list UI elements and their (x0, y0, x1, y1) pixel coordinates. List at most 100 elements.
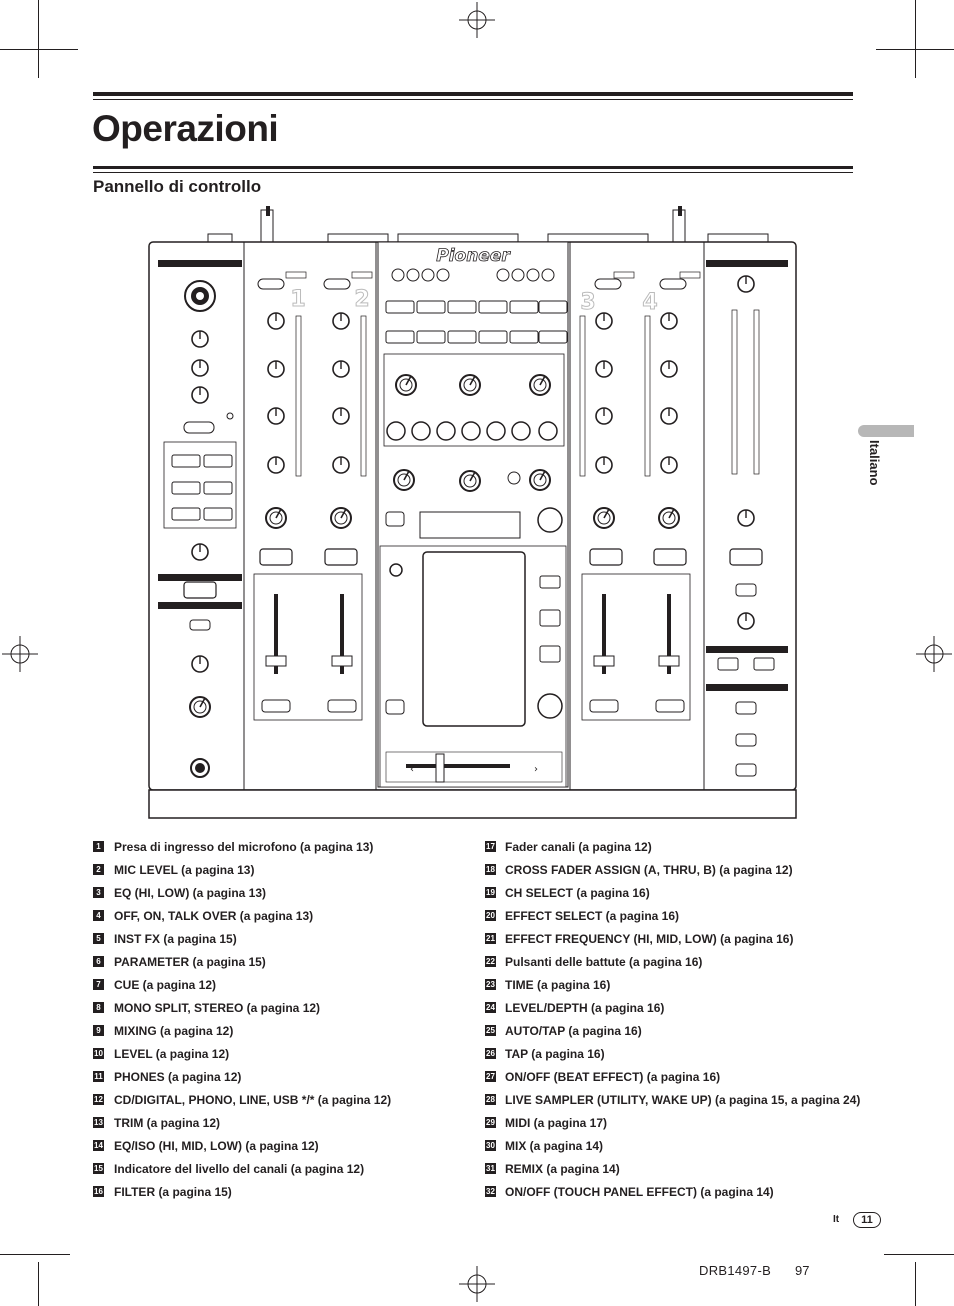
channel-3-strip (579, 271, 635, 566)
legend-text: LIVE SAMPLER (UTILITY, WAKE UP) (a pagin… (505, 1092, 861, 1107)
legend-text: EFFECT FREQUENCY (HI, MID, LOW) (a pagin… (505, 931, 794, 946)
legend-text: MIX (a pagina 14) (505, 1138, 604, 1153)
legend-text: Fader canali (a pagina 12) (505, 839, 652, 854)
legend-item: 32 ON/OFF (TOUCH PANEL EFFECT) (a pagina … (485, 1180, 860, 1203)
legend-number: 1 (93, 841, 104, 852)
ch-select-buttons (391, 268, 555, 282)
crop-mark (915, 1262, 916, 1306)
legend-number: 14 (93, 1140, 104, 1151)
svg-text:3: 3 (580, 290, 595, 315)
legend-text: INST FX (a pagina 15) (114, 931, 237, 946)
legend-item: 20 EFFECT SELECT (a pagina 16) (485, 904, 860, 927)
legend-text: EFFECT SELECT (a pagina 16) (505, 908, 680, 923)
legend-item: 4 OFF, ON, TALK OVER (a pagina 13) (93, 904, 391, 927)
legend-number: 31 (485, 1163, 496, 1174)
legend-item: 24 LEVEL/DEPTH (a pagina 16) (485, 996, 860, 1019)
legend-number: 28 (485, 1094, 496, 1105)
legend-number: 24 (485, 1002, 496, 1013)
channel-1-strip (257, 271, 307, 566)
legend-number: 4 (93, 910, 104, 921)
legend-text: MIC LEVEL (a pagina 13) (114, 862, 255, 877)
page-number-badge: 11 (853, 1212, 881, 1228)
legend-number: 18 (485, 864, 496, 875)
crop-mark (38, 0, 39, 78)
legend-item: 1 Presa di ingresso del microfono (a pagi… (93, 835, 391, 858)
legend-text: EQ/ISO (HI, MID, LOW) (a pagina 12) (114, 1138, 319, 1153)
legend-item: 17 Fader canali (a pagina 12) (485, 835, 860, 858)
crop-mark (915, 0, 916, 78)
title-rule (93, 166, 853, 169)
channel-2-strip (323, 271, 373, 566)
crop-mark (876, 49, 954, 50)
legend-text: MIDI (a pagina 17) (505, 1115, 608, 1130)
header-rule-thin (93, 99, 853, 100)
legend-text: REMIX (a pagina 14) (505, 1161, 620, 1176)
legend-text: Indicatore del livello del canali (a pag… (114, 1161, 365, 1176)
svg-text:›: › (534, 764, 538, 775)
legend-text: Presa di ingresso del microfono (a pagin… (114, 839, 374, 854)
legend-number: 21 (485, 933, 496, 944)
legend-item: 28 LIVE SAMPLER (UTILITY, WAKE UP) (a pag… (485, 1088, 860, 1111)
legend-text: PHONES (a pagina 12) (114, 1069, 242, 1084)
legend-number: 8 (93, 1002, 104, 1013)
header-rule (93, 92, 853, 96)
registration-mark-top (459, 2, 495, 38)
legend-text: LEVEL/DEPTH (a pagina 16) (505, 1000, 665, 1015)
legend-text: CUE (a pagina 12) (114, 977, 217, 992)
svg-text:Pioneer: Pioneer (436, 246, 511, 266)
legend-item: 8 MONO SPLIT, STEREO (a pagina 12) (93, 996, 391, 1019)
legend-text: Pulsanti delle battute (a pagina 16) (505, 954, 703, 969)
legend-list-left: 1 Presa di ingresso del microfono (a pagi… (93, 835, 391, 1203)
legend-number: 2 (93, 864, 104, 875)
crop-mark (884, 1254, 954, 1255)
legend-text: LEVEL (a pagina 12) (114, 1046, 230, 1061)
legend-number: 20 (485, 910, 496, 921)
title-rule-thin (93, 172, 853, 173)
legend-item: 27 ON/OFF (BEAT EFFECT) (a pagina 16) (485, 1065, 860, 1088)
legend-text: ON/OFF (BEAT EFFECT) (a pagina 16) (505, 1069, 721, 1084)
svg-text:‹: ‹ (410, 764, 414, 775)
legend-number: 17 (485, 841, 496, 852)
legend-text: ON/OFF (TOUCH PANEL EFFECT) (a pagina 14… (505, 1184, 774, 1199)
page-title: Operazioni (92, 108, 279, 149)
legend-number: 11 (93, 1071, 104, 1082)
document-page-number: 97 (795, 1263, 810, 1278)
legend-number: 32 (485, 1186, 496, 1197)
legend-text: EQ (HI, LOW) (a pagina 13) (114, 885, 267, 900)
legend-item: 21 EFFECT FREQUENCY (HI, MID, LOW) (a pag… (485, 927, 860, 950)
document-code: DRB1497-B (699, 1263, 772, 1278)
beat-buttons (386, 421, 558, 441)
registration-mark-right (916, 636, 952, 672)
legend-text: MONO SPLIT, STEREO (a pagina 12) (114, 1000, 321, 1015)
legend-item: 18 CROSS FADER ASSIGN (A, THRU, B) (a pag… (485, 858, 860, 881)
legend-text: CROSS FADER ASSIGN (A, THRU, B) (a pagin… (505, 862, 793, 877)
legend-item: 11 PHONES (a pagina 12) (93, 1065, 391, 1088)
footer-language-code: It (833, 1214, 840, 1225)
legend-number: 25 (485, 1025, 496, 1036)
registration-mark-bottom (459, 1266, 495, 1302)
legend-number: 5 (93, 933, 104, 944)
legend-number: 16 (93, 1186, 104, 1197)
legend-list-right: 17 Fader canali (a pagina 12) 18 CROSS FAD… (485, 835, 860, 1203)
legend-number: 27 (485, 1071, 496, 1082)
legend-text: CH SELECT (a pagina 16) (505, 885, 650, 900)
legend-number: 6 (93, 956, 104, 967)
legend-text: OFF, ON, TALK OVER (a pagina 13) (114, 908, 314, 923)
section-heading: Pannello di controllo (93, 177, 262, 196)
legend-text: TIME (a pagina 16) (505, 977, 611, 992)
legend-text: TRIM (a pagina 12) (114, 1115, 221, 1130)
legend-number: 30 (485, 1140, 496, 1151)
channel-4-strip (644, 271, 701, 566)
